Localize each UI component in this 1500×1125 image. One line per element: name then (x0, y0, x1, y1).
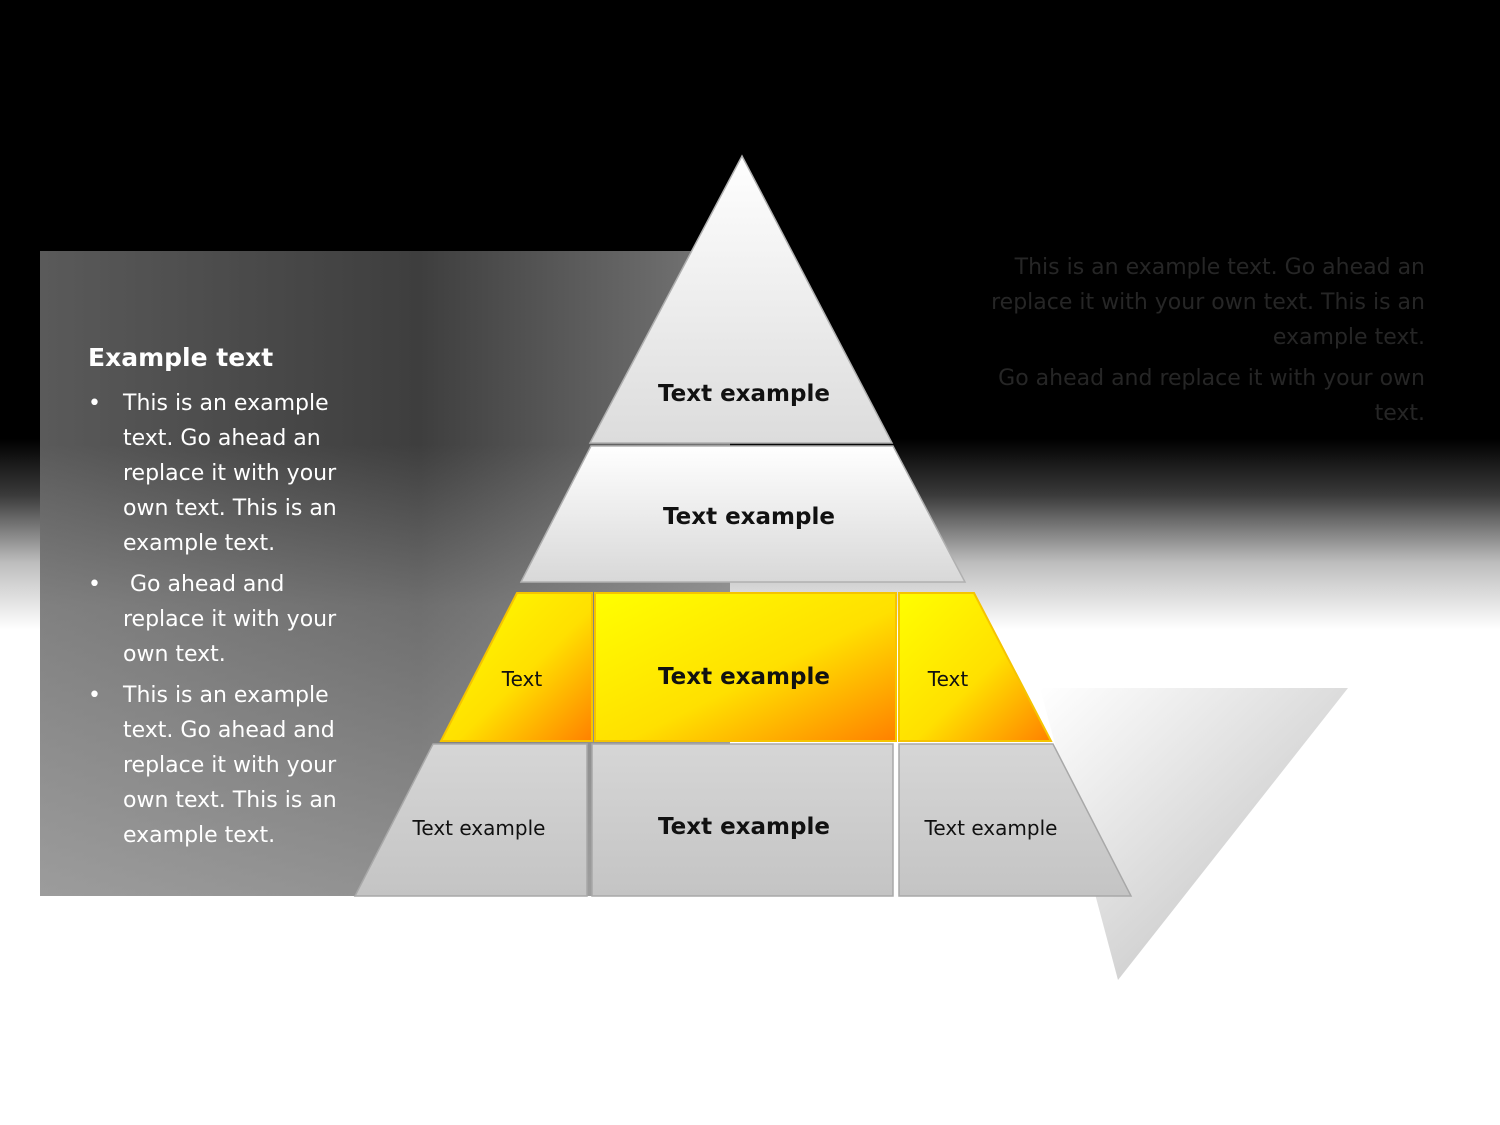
tier-bottom-right (898, 743, 1133, 897)
tier-bottom-right-label: Text example (924, 816, 1058, 840)
tier-bottom-left-label: Text example (412, 816, 546, 840)
bullet-icon: • (88, 391, 101, 416)
tier-top (588, 154, 894, 444)
bullet-list: •This is an example text. Go ahead an re… (88, 386, 368, 853)
bullet-icon: • (88, 683, 101, 708)
tier-third-right (898, 592, 1053, 742)
tier-third-center-label: Text example (658, 664, 830, 690)
bullet-item: •This is an example text. Go ahead an re… (88, 386, 368, 561)
tier-bottom-center-label: Text example (658, 814, 830, 840)
panel-title: Example text (88, 343, 274, 372)
tier-bottom-left (353, 743, 588, 897)
tier-second (519, 445, 967, 583)
bullet-item: •This is an example text. Go ahead and r… (88, 678, 368, 853)
right-paragraph-2: Go ahead and replace it with your own te… (998, 366, 1425, 426)
bullet-icon: • (88, 572, 101, 597)
panel-content: Example text •This is an example text. G… (88, 340, 368, 859)
tier-third-right-label: Text (927, 667, 969, 691)
tier-third-left-label: Text (501, 667, 543, 691)
bullet-item: • Go ahead and replace it with your own … (88, 567, 368, 672)
tier-third-left (439, 592, 593, 742)
tier-third-center (594, 592, 897, 742)
tier-top-label: Text example (658, 381, 830, 407)
right-paragraph-1: This is an example text. Go ahead an rep… (991, 255, 1425, 350)
right-text-block: This is an example text. Go ahead an rep… (945, 250, 1425, 437)
tier-bottom-center (591, 743, 894, 897)
tier-second-label: Text example (663, 504, 835, 530)
